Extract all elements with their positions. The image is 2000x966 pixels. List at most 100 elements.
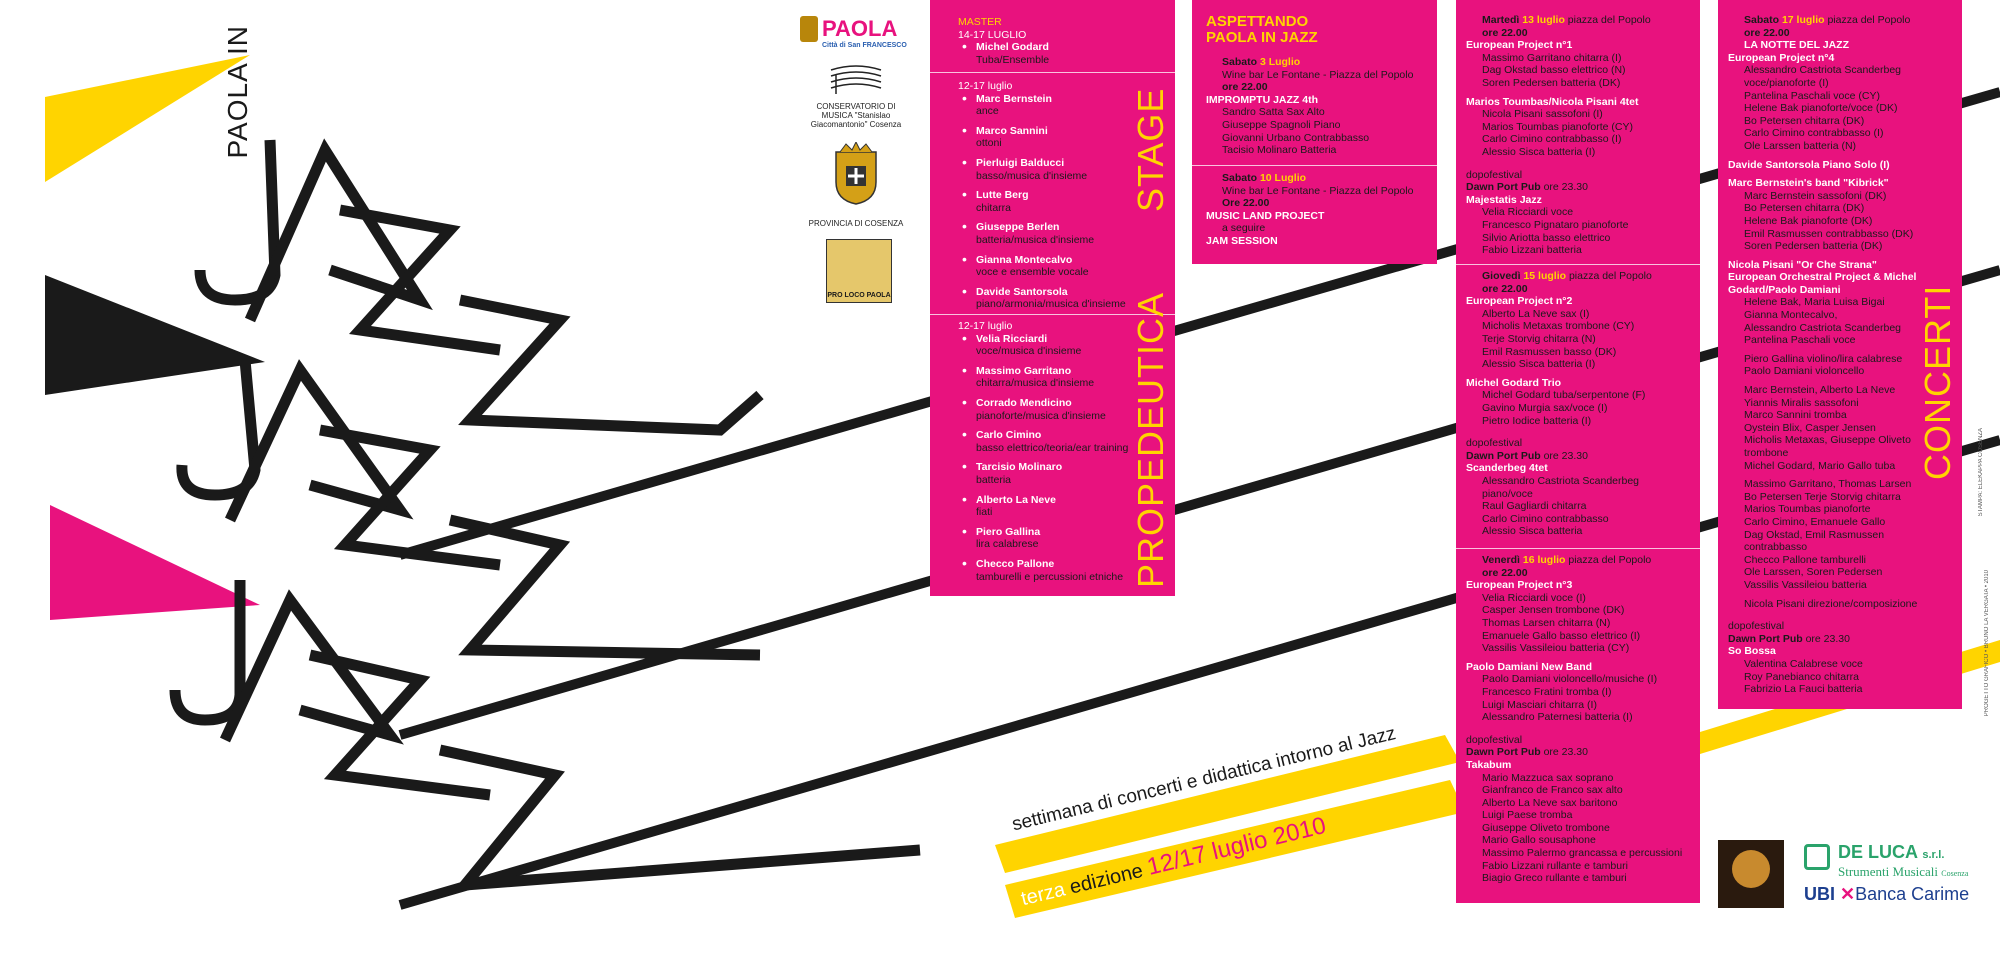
member-line: Bo Petersen chitarra (DK) (1744, 202, 1865, 215)
member-line: Mario Gallo sousaphone (1482, 834, 1596, 847)
member-line: Gianna Montecalvo, (1744, 309, 1838, 322)
deluca-srl: s.r.l. (1922, 849, 1945, 861)
letter-z (339, 204, 501, 356)
member-line: Marco Sannini tromba (1744, 409, 1847, 422)
d4-group-1: European Project n°4 (1728, 51, 1835, 64)
d2-group-1-members: Alberto La Neve sax (I)Micholis Metaxas … (1466, 308, 1696, 371)
member-line: Vassilis Vassileiou batteria (CY) (1482, 642, 1630, 655)
teacher-name: Carlo Cimino (976, 429, 1042, 442)
member-line: Tacisio Molinaro Batteria (1222, 144, 1337, 157)
member-line: Alessio Sisca batteria (1482, 525, 1583, 538)
paola-city-sub: Città di San FRANCESCO (822, 42, 907, 49)
d4-group-3: Marc Bernstein's band "Kibrick" (1728, 177, 1889, 190)
concerti-panel-1: Martedì 13 luglio piazza del Popolo ore … (1456, 0, 1700, 903)
member-line: Raul Gagliardi chitarra (1482, 500, 1587, 513)
propedeutica-dates: 12-17 luglio (958, 320, 1013, 332)
teacher-role: voce/musica d'insieme (976, 345, 1082, 358)
member-line: Pantelina Paschali voce (1744, 334, 1856, 347)
d4-group-4b: European Orchestral Project & Michel God… (1728, 271, 1917, 296)
divider (930, 314, 1175, 315)
paola-in-wordmark: PAOLA IN (222, 25, 262, 165)
deluca-name: DE LUCA s.r.l. (1838, 842, 1944, 863)
member-line: Fabrizio La Fauci batteria (1744, 683, 1863, 696)
member-line: Roy Panebianco chitarra (1744, 670, 1859, 683)
banca-text: Banca Carime (1855, 884, 1970, 904)
member-line: Gianfranco de Franco sax alto (1482, 784, 1623, 797)
concert-day-15: Giovedì 15 luglio piazza del Popolo ore … (1466, 270, 1696, 538)
d3-time: ore 22.00 (1482, 566, 1528, 579)
d2-date: 15 luglio (1523, 270, 1567, 282)
member-line: Valentina Calabrese voce (1744, 657, 1863, 670)
d1-pub: Dawn Port Pub (1466, 181, 1541, 194)
teacher-role: ottoni (976, 137, 1002, 150)
member-line: Alessio Sisca batteria (I) (1482, 145, 1596, 158)
member-line: Paolo Damiani violoncello/musiche (I) (1482, 673, 1658, 686)
member-line: Velia Ricciardi voce (1482, 206, 1574, 219)
ev2-jam: JAM SESSION (1206, 234, 1278, 247)
master-label: MASTER (958, 16, 1002, 28)
member-line: Micholis Metaxas, Giuseppe Oliveto (1744, 434, 1911, 447)
conservatorio-text: CONSERVATORIO DI MUSICA "Stanislao Giaco… (810, 102, 902, 129)
deluca-icon (1804, 844, 1830, 870)
member-line: Helene Bak, Maria Luisa Bigai (1744, 296, 1885, 309)
ev2-time: Ore 22.00 (1222, 197, 1270, 210)
d1-time: ore 22.00 (1482, 26, 1528, 39)
member-line: Giuseppe Spagnoli Piano (1222, 118, 1341, 131)
teacher-role: basso elettrico/teoria/ear training (976, 441, 1129, 454)
member-line: Massimo Garritano chitarra (I) (1482, 51, 1622, 64)
member-line: Nicola Pisani sassofoni (I) (1482, 108, 1603, 121)
letter-z (308, 649, 491, 801)
member-line: Soren Pedersen batteria (DK) (1482, 76, 1621, 89)
divider (1456, 264, 1700, 265)
member-line: Emil Rasmussen contrabbasso (DK) (1744, 227, 1914, 240)
d1-group-2: Marios Toumbas/Nicola Pisani 4tet (1466, 95, 1639, 108)
pro-loco-logo: PRO LOCO PAOLA (826, 239, 892, 303)
member-line: Alessandro Paternesi batteria (I) (1482, 711, 1633, 724)
member-line: Carlo Cimino contrabbasso (I) (1744, 127, 1884, 140)
member-line: Alessio Sisca batteria (I) (1482, 358, 1596, 371)
d4-date: 17 luglio (1781, 14, 1825, 26)
design-credit: PROGETTO GRAFICO • BRUNO LA VERGATA • 20… (1984, 570, 1990, 717)
d1-dopofestival: dopofestival (1466, 168, 1523, 181)
member-line: Giuseppe Oliveto trombone (1482, 821, 1610, 834)
member-line: Bo Petersen Terje Storvig chitarra (1744, 490, 1901, 503)
d2-pub-time: ore 23.30 (1543, 449, 1588, 462)
member-line: Paolo Damiani violoncello (1744, 365, 1865, 378)
conservatorio-icon (830, 65, 882, 94)
member-line: Checco Pallone tamburelli (1744, 553, 1866, 566)
member-line: Micholis Metaxas trombone (CY) (1482, 320, 1635, 333)
portrait-icon (1732, 850, 1770, 888)
member-line: Michel Godard, Mario Gallo tuba (1744, 459, 1896, 472)
member-line: Yiannis Miralis sassofoni (1744, 396, 1859, 409)
ev1-date: 3 Luglio (1259, 56, 1301, 68)
d4-place: piazza del Popolo (1827, 14, 1911, 26)
teacher-role: Tuba/Ensemble (976, 53, 1050, 66)
member-line: Emanuele Gallo basso elettrico (I) (1482, 629, 1641, 642)
provincia-crest-icon (835, 140, 877, 205)
teacher-role: fiati (976, 506, 993, 519)
divider (1456, 548, 1700, 549)
letter-z (458, 294, 764, 436)
d2-day: Giovedì (1482, 270, 1521, 282)
ev2-after: a seguire (1222, 222, 1266, 235)
master-dates: 14-17 LUGLIO (958, 28, 1027, 41)
concert-day-16: Venerdì 16 luglio piazza del Popolo ore … (1466, 554, 1698, 885)
member-line: Massimo Palermo grancassa e percussioni (1482, 847, 1683, 860)
d1-group-3: Majestatis Jazz (1466, 193, 1542, 206)
paola-in-text: PAOLA IN (222, 25, 253, 159)
d3-date: 16 luglio (1522, 554, 1566, 566)
deluca-text: DE LUCA (1838, 842, 1918, 862)
member-line: Marios Toumbas pianoforte (CY) (1482, 120, 1633, 133)
member-line: Terje Storvig chitarra (N) (1482, 332, 1596, 345)
teacher-name: Davide Santorsola (976, 285, 1068, 298)
member-line: Nicola Pisani direzione/composizione (1744, 597, 1918, 610)
